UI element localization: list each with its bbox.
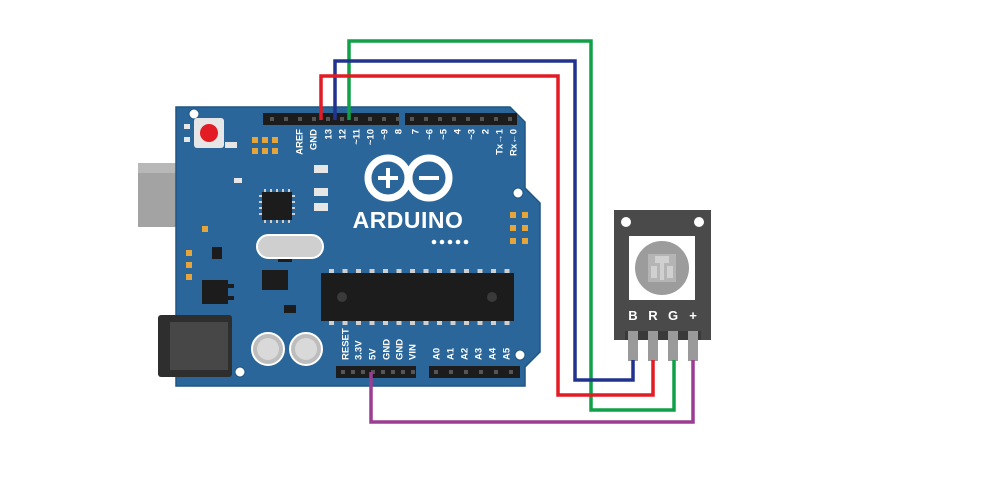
bottom-pin-label: VIN: [408, 344, 419, 360]
top-pin-label: Tx→1: [495, 128, 506, 155]
module-pin-label: R: [648, 308, 658, 323]
top-pin-label: 12: [338, 129, 349, 140]
wire-green: [347, 39, 676, 412]
top-pin-label: ~5: [439, 128, 450, 140]
top-pin-label: ~9: [380, 129, 391, 140]
mounting-hole: [234, 366, 246, 378]
bottom-header-power: [336, 366, 416, 378]
arduino-logo-text: ARDUINO: [353, 207, 464, 233]
top-pin-label: GND: [309, 129, 320, 150]
bottom-pin-label: 5V: [368, 348, 379, 360]
module-pin-label: G: [668, 308, 678, 323]
top-pin-label: 13: [324, 129, 335, 140]
atmega-chip: [321, 269, 514, 325]
top-pin-label: ~11: [352, 128, 363, 144]
bottom-header-analog: [429, 366, 520, 378]
wires: [319, 39, 695, 424]
usb-chip: [262, 192, 292, 220]
arduino-logo: ARDUINO: [353, 154, 469, 245]
module-pin-label: B: [628, 308, 637, 323]
top-pin-label: Rx←0: [509, 129, 520, 156]
module-pins: [625, 331, 701, 361]
wire-red: [319, 74, 655, 397]
mounting-hole: [188, 108, 200, 120]
icsp-header-right: [510, 212, 528, 244]
mounting-hole: [514, 349, 526, 361]
top-pin-label: ~3: [467, 129, 478, 140]
bottom-pin-label: A1: [446, 347, 457, 360]
bottom-pin-label: RESET: [341, 328, 352, 360]
bottom-pin-label: A5: [502, 347, 513, 360]
bottom-pin-label: 3.3V: [354, 340, 365, 360]
icsp-header-top: [252, 137, 278, 154]
mounting-hole: [512, 187, 524, 199]
bottom-pin-label: GND: [382, 339, 393, 360]
crystal-oscillator: [256, 234, 324, 259]
bottom-pin-label: A0: [432, 348, 443, 360]
wire-purple: [369, 360, 695, 424]
module-pin-label: +: [689, 308, 697, 323]
top-pin-label: 4: [453, 128, 464, 134]
top-header-digital-left: [263, 113, 400, 125]
bottom-pin-label: GND: [395, 339, 406, 360]
wire-blue: [333, 59, 635, 382]
top-pin-label: 7: [411, 129, 422, 134]
top-pin-label: AREF: [295, 129, 306, 155]
bottom-pin-label: A2: [460, 348, 471, 360]
top-pin-label: ~10: [366, 129, 377, 145]
top-pin-label: ~6: [425, 129, 436, 140]
top-pin-label: 2: [481, 129, 492, 134]
arduino-board: ARDUINO AREFGND1312~11~10~987~6~54~32Tx→…: [138, 106, 541, 387]
top-header-digital-right: [405, 113, 517, 125]
top-pin-label: 8: [394, 129, 405, 134]
bottom-pin-label: A3: [474, 348, 485, 360]
voltage-regulator: [202, 280, 228, 304]
reset-button: [200, 124, 218, 142]
bottom-pin-label: A4: [488, 347, 499, 360]
